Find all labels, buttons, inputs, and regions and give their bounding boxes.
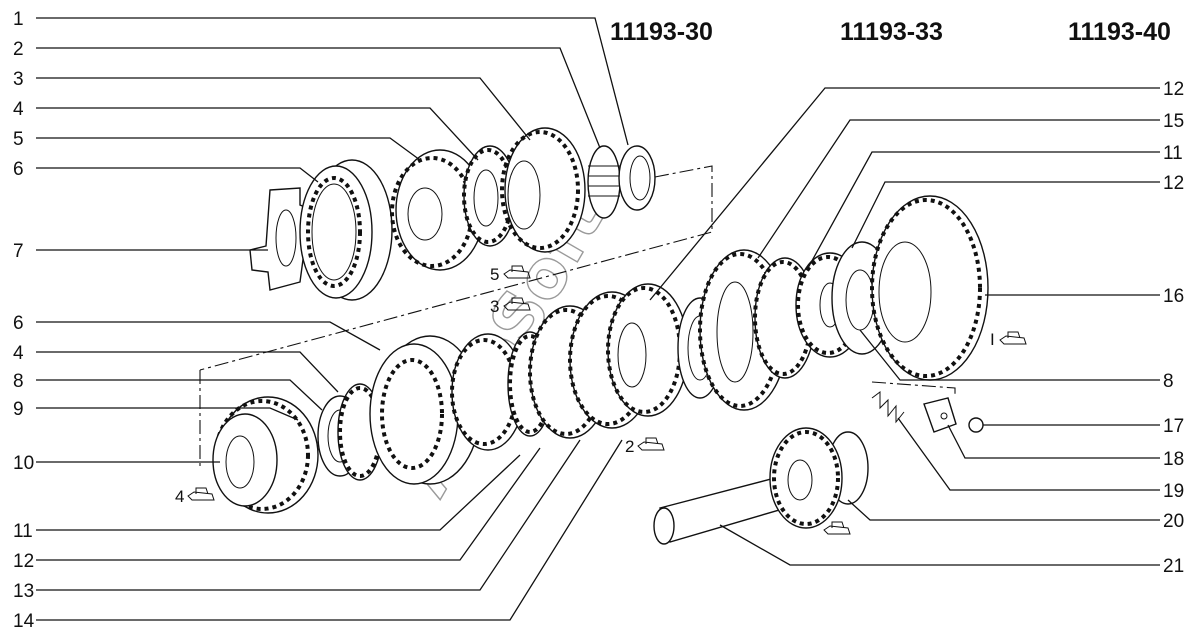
label-4: 4 (13, 99, 24, 120)
step-marker-3: 3 (490, 297, 531, 316)
label-8: 8 (13, 371, 24, 392)
label-15r: 15 (1163, 111, 1184, 132)
label-14: 14 (13, 611, 35, 632)
svg-text:5: 5 (490, 265, 499, 284)
step-marker-I: I (990, 330, 1027, 349)
left-labels: 1 2 3 4 5 6 7 6 4 8 9 10 11 12 13 14 (13, 9, 35, 632)
bushing-1 (618, 145, 656, 211)
label-10: 10 (13, 453, 34, 474)
car-icon (637, 437, 665, 451)
label-16r: 16 (1163, 286, 1184, 307)
bearing-2 (587, 145, 621, 219)
car-icon (999, 331, 1027, 345)
label-13: 13 (13, 581, 34, 602)
label-8r: 8 (1163, 371, 1174, 392)
label-21r: 21 (1163, 556, 1184, 577)
part-code-3: 11193-40 (1068, 18, 1171, 46)
step-marker-20 (823, 521, 851, 535)
car-icon (503, 297, 531, 311)
label-17r: 17 (1163, 416, 1184, 437)
detent-parts (871, 391, 984, 433)
gear-16 (870, 195, 989, 381)
label-6b: 6 (13, 313, 24, 334)
reverse-idler (653, 427, 869, 545)
main-assembly (212, 195, 989, 514)
car-icon (187, 487, 215, 501)
sync-sleeve-6 (299, 159, 393, 301)
gear-20 (769, 427, 869, 529)
axis-lines (199, 165, 956, 470)
label-11r: 11 (1163, 143, 1183, 164)
label-11: 11 (13, 521, 33, 542)
car-icon (503, 265, 531, 279)
upper-assembly (249, 127, 656, 301)
gear-3 (500, 127, 586, 253)
part-code-2: 11193-33 (840, 18, 943, 46)
label-3: 3 (13, 69, 24, 90)
label-18r: 18 (1163, 449, 1184, 470)
label-4b: 4 (13, 343, 24, 364)
car-icon (823, 521, 851, 535)
part-code-1: 11193-30 (610, 18, 713, 46)
label-20r: 20 (1163, 511, 1184, 532)
step-marker-5: 5 (490, 265, 531, 284)
label-19r: 19 (1163, 481, 1184, 502)
label-12r2: 12 (1163, 173, 1184, 194)
svg-text:2: 2 (625, 437, 634, 456)
label-9: 9 (13, 399, 24, 420)
svg-text:3: 3 (490, 297, 499, 316)
label-7: 7 (13, 241, 24, 262)
label-5: 5 (13, 129, 24, 150)
svg-text:I: I (990, 330, 995, 349)
shaft-21 (653, 477, 787, 545)
right-labels: 12 15 11 12 16 8 17 18 19 20 21 (1163, 79, 1184, 577)
step-marker-2: 2 (625, 437, 665, 456)
leader-lines (36, 17, 1160, 621)
label-1: 1 (13, 9, 24, 30)
step-marker-4: 4 (175, 487, 215, 506)
shoe-18 (923, 397, 957, 433)
gear-10 (212, 396, 319, 514)
step-markers: 5 3 2 4 I (175, 265, 1027, 535)
gear-14 (606, 283, 689, 417)
label-12r: 12 (1163, 79, 1184, 100)
ball-17 (968, 417, 984, 433)
spring-19 (871, 391, 905, 424)
label-12: 12 (13, 551, 34, 572)
label-2: 2 (13, 39, 24, 60)
svg-text:4: 4 (175, 487, 184, 506)
label-6: 6 (13, 159, 24, 180)
